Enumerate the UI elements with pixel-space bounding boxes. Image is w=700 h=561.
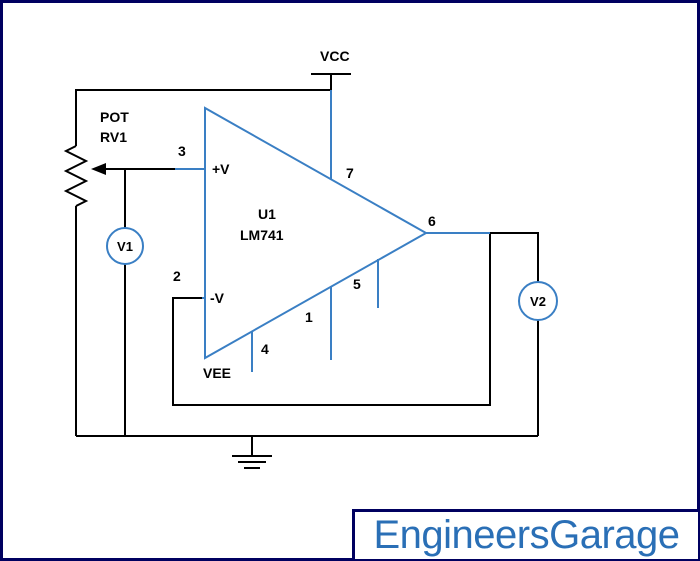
feedback-loop-wire <box>172 233 491 406</box>
schematic-canvas <box>3 3 697 558</box>
brand-logo-part2: Garage <box>549 513 680 557</box>
pin5-label: 5 <box>353 276 361 292</box>
part-label: LM741 <box>240 227 284 243</box>
pin1-label: 1 <box>305 309 313 325</box>
v2-meter-label: V2 <box>530 294 546 309</box>
rv1-label: RV1 <box>100 129 127 145</box>
brand-logo-part1: Engineers <box>373 513 550 557</box>
pot-resistor <box>63 145 89 207</box>
v2-meter-circle <box>518 281 558 321</box>
opamp-triangle <box>204 106 429 360</box>
vcc-wire <box>75 74 332 146</box>
pin4-label: 4 <box>261 341 269 357</box>
minus-v-label: -V <box>210 290 225 306</box>
u1-label: U1 <box>258 206 276 222</box>
pin6-label: 6 <box>428 213 436 229</box>
pin2-label: 2 <box>173 268 181 284</box>
pin7-label: 7 <box>346 165 354 181</box>
vcc-label: VCC <box>320 48 350 64</box>
output-feedback-wire <box>490 232 539 282</box>
v1-meter-label: V1 <box>117 239 133 254</box>
pin3-label: 3 <box>178 143 186 159</box>
v1-meter-circle <box>106 227 144 265</box>
vee-label: VEE <box>203 365 231 381</box>
plus-v-label: +V <box>212 161 230 177</box>
wiper-arrow <box>91 163 106 175</box>
pot-label: POT <box>100 109 129 125</box>
